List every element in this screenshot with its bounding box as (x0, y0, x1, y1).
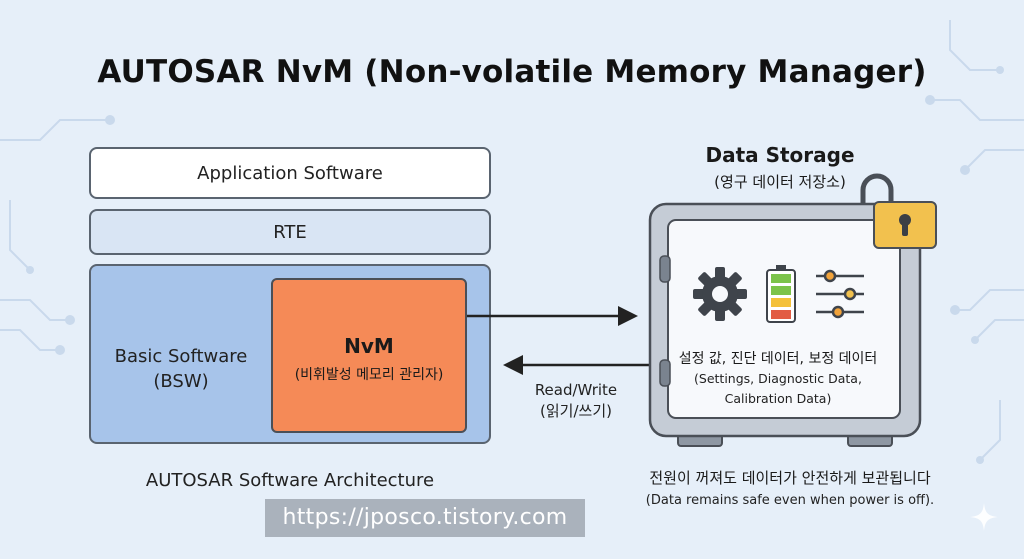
padlock-icon (863, 176, 936, 248)
read-write-label: Read/Write (읽기/쓰기) (522, 380, 630, 422)
read-arrow (503, 355, 650, 375)
stored-data-description: 설정 값, 진단 데이터, 보정 데이터 (Settings, Diagnost… (668, 348, 888, 408)
stored-data-english-line2: Calibration Data) (668, 390, 888, 408)
safety-note-korean: 전원이 꺼져도 데이터가 안전하게 보관됩니다 (600, 467, 980, 488)
gear-icon (693, 267, 747, 321)
read-write-label-en: Read/Write (522, 380, 630, 401)
read-write-label-ko: (읽기/쓰기) (522, 401, 630, 422)
stored-data-korean: 설정 값, 진단 데이터, 보정 데이터 (668, 348, 888, 368)
data-storage-title: Data Storage (660, 143, 900, 167)
safe-icon (640, 170, 940, 450)
safety-note-english: (Data remains safe even when power is of… (600, 493, 980, 508)
battery-icon (767, 265, 795, 322)
safety-note: 전원이 꺼져도 데이터가 안전하게 보관됩니다 (Data remains sa… (600, 467, 980, 508)
watermark-url: https://jposco.tistory.com (265, 499, 585, 537)
write-arrow (467, 306, 638, 326)
stored-data-english-line1: (Settings, Diagnostic Data, (668, 370, 888, 388)
sparkle-icon (968, 501, 1000, 533)
